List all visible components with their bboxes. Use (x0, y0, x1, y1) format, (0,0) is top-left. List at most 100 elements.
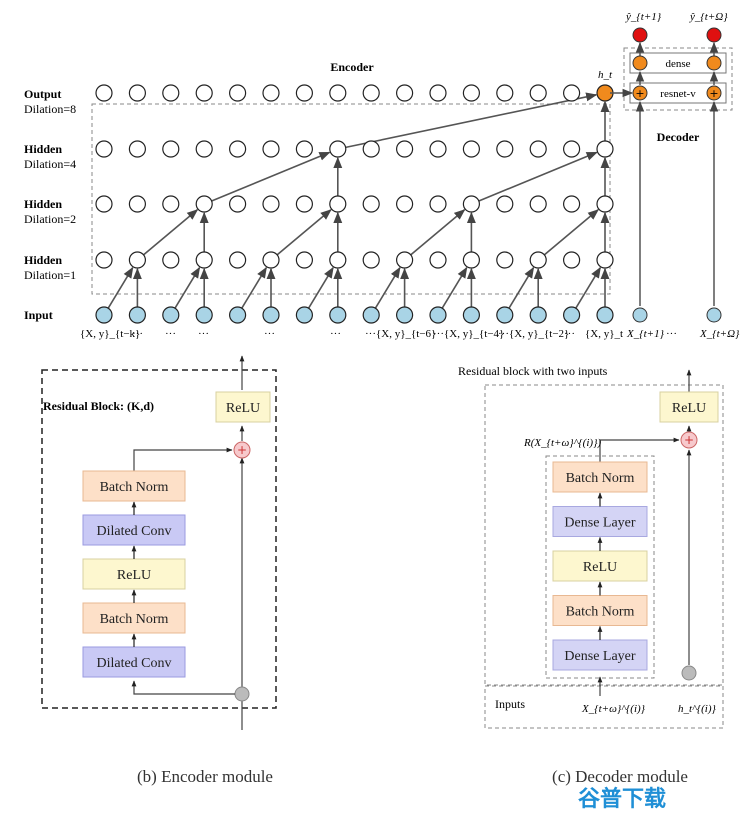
row-dilation-8: Dilation=8 (24, 102, 76, 116)
encoder-edge (374, 266, 401, 309)
relu-top-box (215, 391, 271, 423)
batch-norm-box (552, 461, 648, 493)
input-seq-label: ··· (564, 328, 575, 340)
x-first-label: X_{t+1} (626, 328, 665, 340)
hidden-node (95, 140, 113, 158)
hidden-node (162, 251, 180, 269)
hidden-node (128, 195, 146, 213)
input-x-label: X_{t+ω}^{(i)} (581, 703, 646, 715)
x-last-label: X_{t+Ω} (699, 328, 740, 340)
encoder-edge (276, 209, 332, 256)
hidden-node (262, 195, 280, 213)
encoder-edge (410, 209, 466, 256)
block-label: Dilated Conv (96, 656, 171, 671)
hidden-node (429, 251, 447, 269)
hidden-node (362, 251, 380, 269)
input-node (195, 306, 213, 324)
encoder-edge (345, 92, 598, 149)
branch-out-edge (599, 437, 680, 462)
block-label: Batch Norm (100, 480, 169, 495)
row-dilation-4: Dilation=4 (24, 157, 76, 171)
add-node (233, 441, 251, 459)
hidden-node (496, 140, 514, 158)
hidden-node (596, 140, 614, 158)
h-input-node (681, 665, 697, 681)
output-node (262, 84, 280, 102)
input-node (229, 306, 247, 324)
resnet-node (706, 85, 722, 101)
encoder-edge (478, 151, 598, 202)
plus-icon: + (684, 433, 694, 447)
relu-box (552, 550, 648, 582)
encoder-edge (543, 209, 599, 256)
dense-layer-box (552, 639, 648, 671)
block-label: Dilated Conv (96, 524, 171, 539)
block-label: Batch Norm (100, 612, 169, 627)
hidden-node (529, 195, 547, 213)
residual-label: R(X_{t+ω}^{(i)}) (523, 437, 601, 449)
relu-top-label: ReLU (226, 401, 260, 416)
output-node (128, 84, 146, 102)
output-node (429, 84, 447, 102)
input-sequence: {X, y}_{t−k} ··· ··· ··· ··· ··· ···{X, … (80, 328, 623, 340)
block-label: ReLU (583, 560, 617, 575)
plus-icon: + (635, 87, 644, 100)
encoder-edge (441, 266, 468, 309)
block-label: Dense Layer (564, 516, 635, 531)
hidden-node (396, 140, 414, 158)
relu-top-label: ReLU (672, 401, 706, 416)
input-node (562, 306, 581, 324)
encoder-edge (508, 266, 535, 309)
input-node (596, 306, 614, 324)
hidden-node (396, 251, 414, 269)
row-label-input: Input (24, 308, 53, 322)
hidden-node (529, 140, 547, 158)
hidden-node (329, 251, 347, 269)
input-node (362, 306, 380, 324)
residual-block-title: Residual Block: (K,d) (43, 399, 154, 413)
row-dilation-2: Dilation=2 (24, 212, 76, 226)
input-seq-label: ··· (165, 328, 176, 340)
dilated-conv-box (82, 646, 186, 678)
decoder-module-frame (484, 384, 724, 686)
output-node (462, 84, 480, 102)
input-node (295, 306, 313, 324)
batch-norm-box (82, 602, 186, 634)
hidden-node (229, 195, 247, 213)
input-node (329, 306, 347, 324)
input-node (128, 306, 146, 324)
input-seq-label: ··· (132, 328, 143, 340)
output-node (229, 84, 247, 102)
branch-out-edge (133, 447, 233, 471)
hidden-node (162, 195, 180, 213)
input-seq-label: ··· (264, 328, 275, 340)
future-input-node (632, 307, 648, 323)
hidden-node (562, 195, 581, 213)
output-node (95, 84, 113, 102)
encoder-module-frame (41, 369, 277, 709)
output-node (362, 84, 380, 102)
hidden-node (295, 251, 313, 269)
relu-top-box (659, 391, 719, 423)
batch-norm-box (82, 470, 186, 502)
input-h-label: h_t^{(i)} (678, 703, 716, 715)
x-ellipsis: ··· (666, 328, 677, 340)
block-label: Dense Layer (564, 649, 635, 664)
ht-label: h_t (598, 69, 613, 81)
row-labels: Output Dilation=8 Hidden Dilation=4 Hidd… (24, 87, 76, 322)
hidden-node (462, 251, 480, 269)
encoder-edge (241, 266, 267, 309)
input-node (396, 306, 414, 324)
input-node (429, 306, 447, 324)
hidden-node (295, 195, 313, 213)
plus-icon: + (709, 87, 718, 100)
hidden-node (128, 140, 146, 158)
hidden-node (462, 195, 480, 213)
input-node (162, 306, 180, 324)
encoder-network: Encoder Output Dilation=8 Hidden Dilatio… (24, 60, 623, 340)
watermark-logo: 谷普下载 (578, 786, 666, 812)
hidden-node (429, 140, 447, 158)
decoder-network: dense resnet-v Decoder + + ŷ_{t+1} ŷ_{t+… (610, 11, 740, 340)
resnet-label: resnet-v (660, 88, 696, 100)
